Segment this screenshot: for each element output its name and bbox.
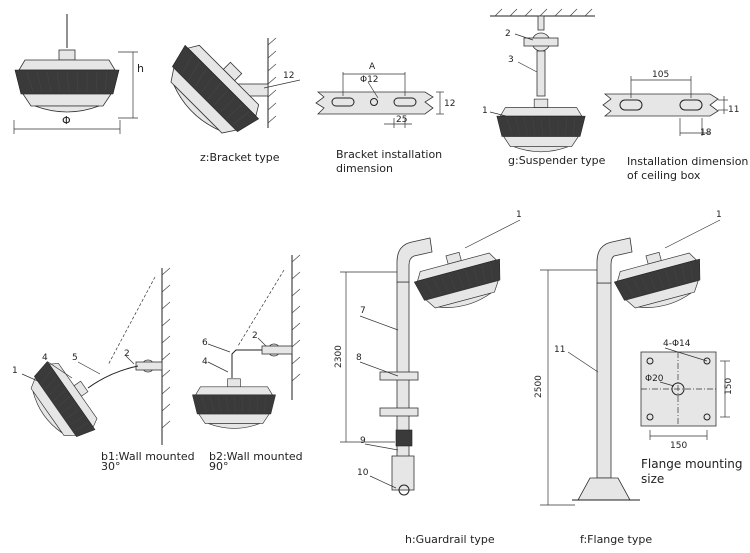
part-2-wall30: 2 xyxy=(124,349,130,359)
flange-mounting-plate xyxy=(640,347,730,440)
dim-phi20: Φ20 xyxy=(645,374,664,384)
bracket-type-drawing xyxy=(155,30,301,149)
caption-bracket-install-1: Bracket installation xyxy=(336,148,442,161)
part-3-suspender: 3 xyxy=(508,55,514,65)
part-8-guardrail: 8 xyxy=(356,353,362,363)
dim-a: A xyxy=(369,62,376,72)
part-9-guardrail: 9 xyxy=(360,436,366,446)
dim-holes: 4-Φ14 xyxy=(663,339,691,349)
dim-11: 11 xyxy=(728,105,739,115)
suspender-type-drawing xyxy=(489,8,595,153)
flange-type-drawing xyxy=(540,219,721,506)
wall-mounted-90-drawing xyxy=(192,254,301,429)
dim-2500: 2500 xyxy=(534,375,544,398)
bracket-install-drawing xyxy=(315,72,444,128)
caption-suspender-type: g:Suspender type xyxy=(508,154,606,167)
wall-mounted-30-drawing xyxy=(19,267,171,450)
dim-phi: Φ xyxy=(62,114,71,127)
dim-12: 12 xyxy=(444,99,455,109)
part-7-guardrail: 7 xyxy=(360,306,366,316)
caption-flange-mount-2: size xyxy=(641,472,664,486)
part-10-guardrail: 10 xyxy=(357,468,369,478)
caption-bracket-install-2: dimension xyxy=(336,162,393,175)
caption-guardrail-type: h:Guardrail type xyxy=(405,533,495,546)
caption-flange-type: f:Flange type xyxy=(580,533,652,546)
caption-ceiling-1: Installation dimension xyxy=(627,155,748,168)
guardrail-type-drawing xyxy=(340,219,521,496)
caption-wall30-1: b1:Wall mounted xyxy=(101,450,195,463)
part-2-wall90: 2 xyxy=(252,331,258,341)
part-1-suspender: 1 xyxy=(482,106,488,116)
dim-phi12: Φ12 xyxy=(360,75,379,85)
dim-18: 18 xyxy=(700,128,712,138)
dim-105: 105 xyxy=(652,70,669,80)
part-1-guardrail: 1 xyxy=(516,210,522,220)
part-11-flange: 11 xyxy=(554,345,565,355)
caption-wall90-2: 90° xyxy=(209,460,229,473)
dim-2300: 2300 xyxy=(334,345,344,368)
caption-bracket-type: z:Bracket type xyxy=(200,151,280,164)
part-1-flange: 1 xyxy=(716,210,722,220)
lamp-dimension-drawing xyxy=(13,14,138,134)
caption-wall30-2: 30° xyxy=(101,460,121,473)
part-4-wall30: 4 xyxy=(42,353,48,363)
part-12-bracket: 12 xyxy=(283,71,294,81)
caption-flange-mount-1: Flange mounting xyxy=(641,457,743,471)
ceiling-box-drawing xyxy=(602,76,728,136)
dim-150-vertical: 150 xyxy=(724,378,734,395)
part-1-wall30: 1 xyxy=(12,366,18,376)
dim-h: h xyxy=(137,62,144,75)
dim-25: 25 xyxy=(396,115,407,125)
part-2-suspender: 2 xyxy=(505,29,511,39)
part-5-wall30: 5 xyxy=(72,353,78,363)
part-6-wall90: 6 xyxy=(202,338,208,348)
caption-wall90-1: b2:Wall mounted xyxy=(209,450,303,463)
caption-ceiling-2: of ceiling box xyxy=(627,169,701,182)
part-4-wall90: 4 xyxy=(202,357,208,367)
dim-150-horizontal: 150 xyxy=(670,441,687,451)
